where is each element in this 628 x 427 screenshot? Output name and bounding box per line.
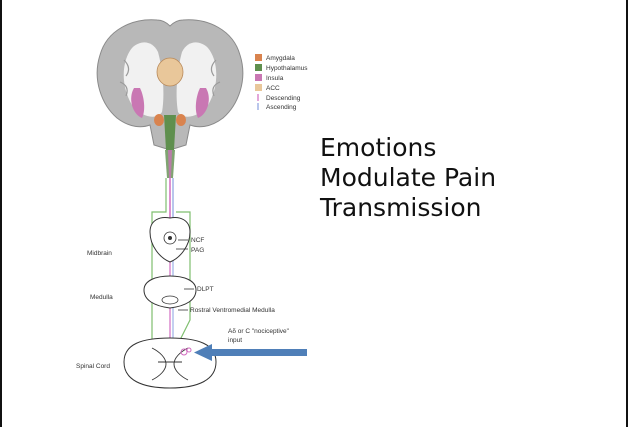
acc-region [157, 58, 183, 86]
nociceptive-input-arrow [194, 344, 307, 361]
legend-label-amygdala: Amygdala [266, 55, 295, 62]
pain-pathway-diagram: Amygdala Hypothalamus Insula ACC Descend… [62, 0, 322, 427]
label-midbrain: Midbrain [87, 250, 112, 257]
legend-label-acc: ACC [266, 85, 280, 92]
slide-title-line-3: Transmission [320, 193, 496, 223]
label-dlpt: DLPT [197, 286, 214, 293]
midbrain-section [150, 218, 190, 262]
brain-coronal-section [97, 20, 243, 178]
label-spinal-cord: Spinal Cord [76, 363, 110, 370]
slide-title: Emotions Modulate Pain Transmission [320, 133, 496, 223]
legend: Amygdala Hypothalamus Insula ACC Descend… [255, 54, 308, 111]
legend-label-hypothalamus: Hypothalamus [266, 65, 308, 72]
legend-swatch-amygdala [255, 54, 262, 61]
legend-label-ascending: Ascending [266, 104, 297, 111]
label-pag: PAG [191, 247, 204, 254]
hypothalamus-region [164, 115, 176, 150]
spinal-cord-section [124, 338, 216, 388]
label-input-line1: Aδ or C "nociceptive" [228, 328, 290, 335]
label-input-line2: input [228, 337, 242, 344]
slide-title-line-2: Modulate Pain [320, 163, 496, 193]
amygdala-right [176, 114, 186, 126]
legend-swatch-hypothalamus [255, 64, 262, 71]
legend-swatch-acc [255, 84, 262, 91]
legend-label-insula: Insula [266, 75, 284, 82]
label-rvm: Rostral Ventromedial Medulla [190, 307, 275, 314]
legend-label-descending: Descending [266, 95, 301, 102]
slide-title-line-1: Emotions [320, 133, 496, 163]
label-medulla: Medulla [90, 294, 113, 301]
label-ncf: NCF [191, 237, 204, 244]
amygdala-left [154, 114, 164, 126]
legend-swatch-insula [255, 74, 262, 81]
